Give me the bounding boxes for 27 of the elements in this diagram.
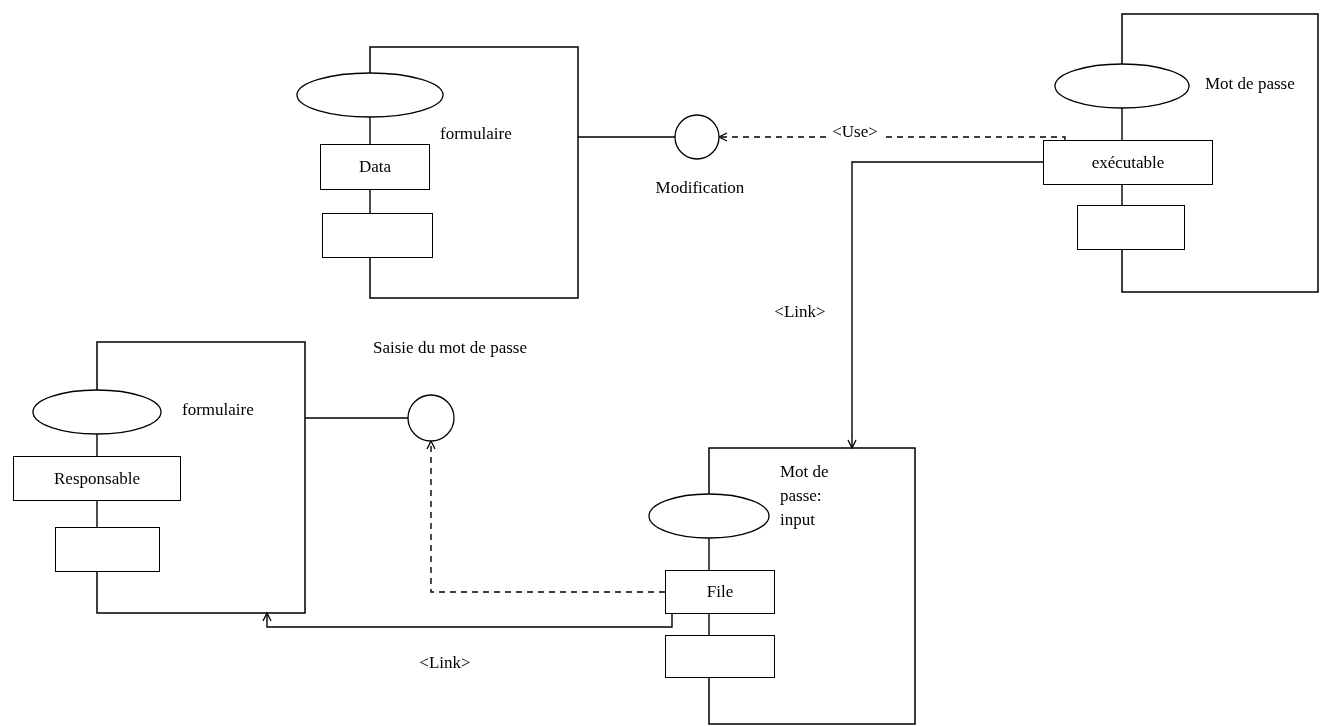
connector-line — [577, 136, 676, 138]
component-name: Mot de passe: input — [780, 461, 830, 531]
arrow — [262, 612, 673, 628]
connector-line — [1121, 184, 1123, 206]
connector-line — [1121, 107, 1123, 141]
compartment-box — [322, 213, 433, 258]
class-box: File — [665, 570, 775, 614]
connector-line — [708, 537, 710, 571]
class-box: Data — [320, 144, 430, 190]
connector-line — [708, 613, 710, 636]
component-name: formulaire — [440, 123, 513, 145]
compartment-box — [55, 527, 160, 572]
component-name: formulaire — [182, 399, 255, 421]
interface-label: Modification — [654, 178, 746, 198]
connector-line — [304, 417, 409, 419]
arrow — [847, 161, 1044, 449]
dashed-arrow — [426, 440, 666, 593]
connector-line — [96, 500, 98, 528]
connector-line — [96, 433, 98, 457]
component-name: Mot de passe — [1205, 73, 1296, 95]
connector-line — [369, 116, 371, 145]
connector-line — [369, 189, 371, 214]
compartment-box — [665, 635, 775, 678]
compartment-box — [1077, 205, 1185, 250]
class-box: Responsable — [13, 456, 181, 501]
class-box: exécutable — [1043, 140, 1213, 185]
interface-label: Saisie du mot de passe — [372, 338, 528, 358]
